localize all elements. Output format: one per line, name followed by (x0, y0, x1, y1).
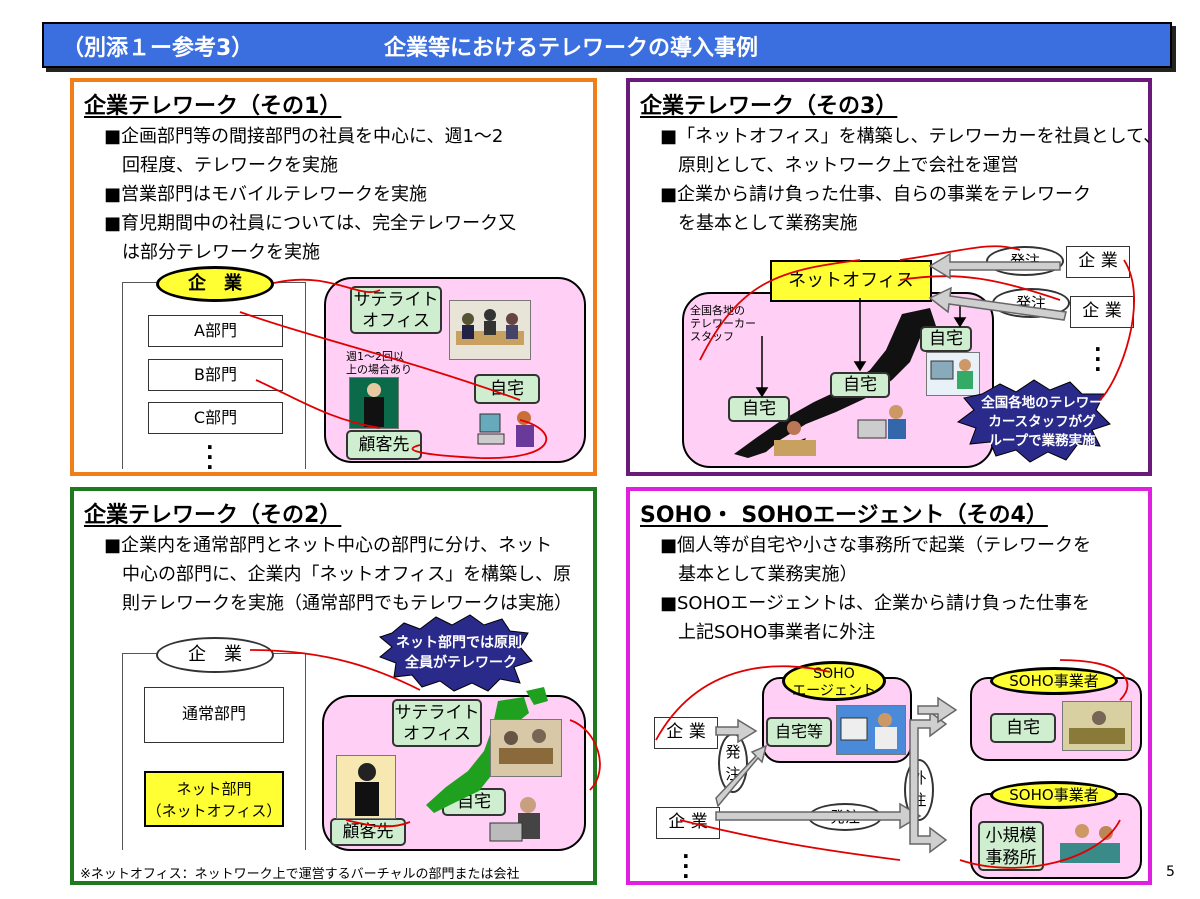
client-picture-2 (336, 755, 396, 819)
burst-text-3: 全国各地のテレワー カースタッフがグ ループで業務実施 (981, 395, 1103, 449)
panel-3: 企業テレワーク（その3） ■「ネットオフィス」を構築し、テレワーカーを社員として… (626, 78, 1161, 476)
agent-home-box: 自宅等 (766, 717, 832, 747)
header-left: （別添１ー参考3） (62, 36, 254, 61)
company-box-4a: 企 業 (654, 717, 718, 749)
client-box: 顧客先 (346, 430, 422, 460)
panel-1-title: 企業テレワーク（その1） (84, 94, 342, 119)
worker-picture-3a (926, 352, 980, 396)
panel-4-title: SOHO・ SOHOエージェント（その4） (640, 503, 1048, 528)
company-box-3b: 企 業 (1070, 296, 1134, 328)
panel-2-bullets: ■企業内を通常部門とネット中心の部門に分け、ネット 中心の部門に、企業内「ネット… (104, 535, 572, 614)
dept-b: B部門 (148, 359, 283, 391)
normal-dept: 通常部門 (144, 687, 284, 743)
dept-a: A部門 (148, 315, 283, 347)
company-box-4b: 企 業 (656, 807, 720, 839)
soho1-ellipse: SOHO事業者 (990, 667, 1118, 695)
soho2-office-box: 小規模 事務所 (978, 821, 1044, 871)
panel-1: 企業テレワーク（その1） ■企画部門等の間接部門の社員を中心に、週1～2 回程度… (70, 78, 597, 479)
home-box-3a: 自宅 (920, 326, 972, 352)
soho1-home-box: 自宅 (990, 713, 1056, 743)
header-title: 企業等におけるテレワークの導入事例 (384, 36, 759, 61)
home-box-3b: 自宅 (830, 372, 890, 398)
panel-4-bullets: ■個人等が自宅や小さな事務所で起業（テレワークを 基本として業務実施）■SOHO… (660, 535, 1092, 643)
dept-c: C部門 (148, 402, 283, 434)
home-box: 自宅 (474, 374, 540, 404)
panel-2-title: 企業テレワーク（その2） (84, 503, 342, 528)
panel-2: 企業テレワーク（その2） ■企業内を通常部門とネット中心の部門に分け、ネット 中… (70, 487, 597, 885)
order-ellipse-1: 発注 (986, 246, 1064, 276)
more-companies: ··· (1094, 337, 1102, 381)
soho1-picture (1062, 701, 1132, 751)
satellite-picture-2 (490, 719, 562, 777)
satellite-office: サテライト オフィス (350, 286, 442, 334)
page-number: 5 (1166, 864, 1175, 880)
agent-ellipse: SOHO エージェント (782, 661, 886, 701)
home-box-3c: 自宅 (728, 396, 790, 422)
company-ellipse: 企 業 (156, 266, 274, 302)
burst-2 (378, 614, 533, 692)
home-worker-picture-2 (484, 789, 554, 847)
panel-1-bullets: ■企画部門等の間接部門の社員を中心に、週1～2 回程度、テレワークを実施■営業部… (104, 126, 517, 263)
panel-3-bullets: ■「ネットオフィス」を構築し、テレワーカーを社員として、 原則として、ネットワー… (660, 126, 1162, 234)
meeting-picture (449, 300, 531, 360)
net-dept: ネット部門 （ネットオフィス） (144, 771, 284, 827)
burst-text-2: ネット部門では原則、 全員がテレワーク (396, 635, 536, 671)
soho2-picture (1052, 813, 1130, 871)
worker-picture-3b (852, 400, 912, 444)
soho2-ellipse: SOHO事業者 (990, 781, 1118, 809)
more-companies-4: ··· (682, 844, 690, 888)
agent-picture (836, 705, 906, 755)
worker-picture-3c (770, 416, 820, 462)
satellite-office-2: サテライト オフィス (392, 699, 482, 747)
company-box-3a: 企 業 (1066, 246, 1130, 278)
company-ellipse-2: 企 業 (156, 637, 274, 673)
burst-3 (956, 379, 1111, 463)
more-depts: ··· (206, 435, 214, 479)
footnote: ※ネットオフィス：ネットワーク上で運営するバーチャルの部門または会社 (80, 867, 520, 882)
panel-3-title: 企業テレワーク（その3） (640, 94, 898, 119)
mobile-worker-picture (349, 377, 399, 429)
panel-4: SOHO・ SOHOエージェント（その4） ■個人等が自宅や小さな事務所で起業（… (626, 487, 1152, 888)
header-bar: （別添１ー参考3） 企業等におけるテレワークの導入事例 (42, 22, 1172, 68)
weekly-note: 週1～2回以 上の場合あり (346, 350, 412, 376)
